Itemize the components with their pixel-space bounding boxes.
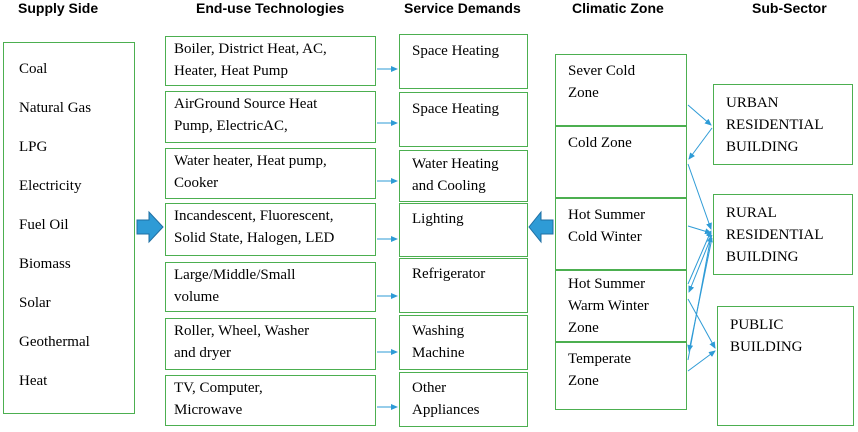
service-line: and Cooling: [412, 178, 486, 194]
tech-box-washer: Roller, Wheel, Washer and dryer: [165, 318, 376, 370]
supply-item-coal: Coal: [19, 61, 48, 77]
tech-line: volume: [174, 289, 219, 305]
supply-item-lpg: LPG: [19, 139, 48, 155]
subsector-line: BUILDING: [726, 139, 799, 155]
service-line: Refrigerator: [412, 266, 486, 282]
climate-line: Zone: [568, 373, 599, 389]
service-line: Water Heating: [412, 156, 499, 172]
climate-line: Warm Winter: [568, 298, 649, 314]
tech-line: AirGround Source Heat: [174, 96, 318, 112]
service-line: Machine: [412, 345, 465, 361]
supply-item-heat: Heat: [19, 373, 48, 389]
subsector-box-urban-residential: URBAN RESIDENTIAL BUILDING: [713, 84, 853, 165]
tech-line: Boiler, District Heat, AC,: [174, 41, 327, 57]
subsector-line: RESIDENTIAL: [726, 117, 824, 133]
supply-item-geothermal: Geothermal: [19, 334, 90, 350]
service-line: Space Heating: [412, 101, 500, 117]
climate-box-cold: Cold Zone: [555, 126, 687, 198]
climate-box-hot-summer-cold-winter: Hot Summer Cold Winter: [555, 198, 687, 270]
climate-box-temperate: Temperate Zone: [555, 342, 687, 410]
tech-line: TV, Computer,: [174, 380, 263, 396]
header-end-use-technologies: End-use Technologies: [196, 0, 345, 16]
service-box-water-heating: Water Heating and Cooling: [399, 150, 528, 202]
service-box-space-heating-2: Space Heating: [399, 92, 528, 147]
service-box-washing-machine: Washing Machine: [399, 315, 528, 370]
arrow-hswwz-to-public: [687, 298, 716, 349]
subsector-box-public: PUBLIC BUILDING: [717, 306, 854, 426]
climate-box-severe-cold: Sever Cold Zone: [555, 54, 687, 126]
supply-item-electricity: Electricity: [19, 178, 82, 194]
tech-box-heat-pump: AirGround Source Heat Pump, ElectricAC,: [165, 91, 376, 143]
subsector-climate-links: [687, 104, 716, 372]
service-line: Space Heating: [412, 43, 500, 59]
service-line: Lighting: [412, 211, 464, 227]
big-arrow-climate-to-service: [528, 210, 554, 244]
supply-item-fuel-oil: Fuel Oil: [19, 217, 69, 233]
tech-line: Cooker: [174, 175, 219, 191]
big-arrow-supply-to-tech: [136, 210, 164, 244]
tech-to-service-arrows: [377, 66, 398, 410]
tech-line: Pump, ElectricAC,: [174, 118, 288, 134]
tech-line: Roller, Wheel, Washer: [174, 323, 310, 339]
climate-line: Sever Cold: [568, 63, 636, 79]
subsector-box-rural-residential: RURAL RESIDENTIAL BUILDING: [713, 194, 853, 275]
climate-line: Hot Summer: [568, 207, 646, 223]
service-line: Washing: [412, 323, 465, 339]
tech-box-water-heater: Water heater, Heat pump, Cooker: [165, 148, 376, 199]
tech-line: and dryer: [174, 345, 232, 361]
header-service-demands: Service Demands: [404, 0, 521, 16]
climate-line: Hot Summer: [568, 276, 646, 292]
tech-line: Microwave: [174, 402, 243, 418]
service-line: Other: [412, 380, 447, 396]
subsector-line: BUILDING: [730, 339, 803, 355]
arrow-rural-to-hswwz: [688, 234, 713, 293]
arrow-temperate-to-rural: [687, 235, 713, 361]
tech-box-refrigerator: Large/Middle/Small volume: [165, 262, 376, 312]
subsector-line: RESIDENTIAL: [726, 227, 824, 243]
tech-line: Incandescent, Fluorescent,: [174, 208, 334, 224]
header-sub-sector: Sub-Sector: [752, 0, 827, 16]
climate-line: Temperate: [568, 351, 632, 367]
subsector-line: RURAL: [726, 205, 777, 221]
arrow-temperate-to-public: [687, 350, 716, 372]
arrow-hscw-to-rural: [687, 225, 712, 235]
supply-item-biomass: Biomass: [19, 256, 71, 272]
header-climatic-zone: Climatic Zone: [572, 0, 664, 16]
tech-line: Heater, Heat Pump: [174, 63, 288, 79]
tech-box-appliances: TV, Computer, Microwave: [165, 375, 376, 426]
climate-line: Zone: [568, 320, 599, 336]
arrow-cold-to-rural: [687, 163, 712, 230]
service-box-refrigerator: Refrigerator: [399, 258, 528, 313]
tech-box-lighting: Incandescent, Fluorescent, Solid State, …: [165, 203, 376, 256]
subsector-line: URBAN: [726, 95, 779, 111]
tech-line: Solid State, Halogen, LED: [174, 230, 335, 246]
service-box-lighting: Lighting: [399, 203, 528, 257]
arrow-urban-to-cold: [688, 127, 713, 160]
subsector-line: BUILDING: [726, 249, 799, 265]
tech-box-heating: Boiler, District Heat, AC, Heater, Heat …: [165, 36, 376, 86]
climate-line: Cold Zone: [568, 135, 632, 151]
climate-box-hot-summer-warm-winter: Hot Summer Warm Winter Zone: [555, 270, 687, 342]
supply-item-solar: Solar: [19, 295, 51, 311]
service-line: Appliances: [412, 402, 480, 418]
subsector-line: PUBLIC: [730, 317, 784, 333]
service-box-space-heating-1: Space Heating: [399, 34, 528, 89]
arrow-severe-cold-to-urban: [687, 104, 712, 126]
tech-line: Large/Middle/Small: [174, 267, 296, 283]
supply-side-box: Coal Natural Gas LPG Electricity Fuel Oi…: [3, 42, 135, 414]
service-box-other-appliances: Other Appliances: [399, 372, 528, 427]
climate-line: Zone: [568, 85, 599, 101]
tech-line: Water heater, Heat pump,: [174, 153, 327, 169]
header-supply-side: Supply Side: [18, 0, 99, 16]
supply-item-natural-gas: Natural Gas: [19, 100, 92, 116]
climate-line: Cold Winter: [568, 229, 642, 245]
